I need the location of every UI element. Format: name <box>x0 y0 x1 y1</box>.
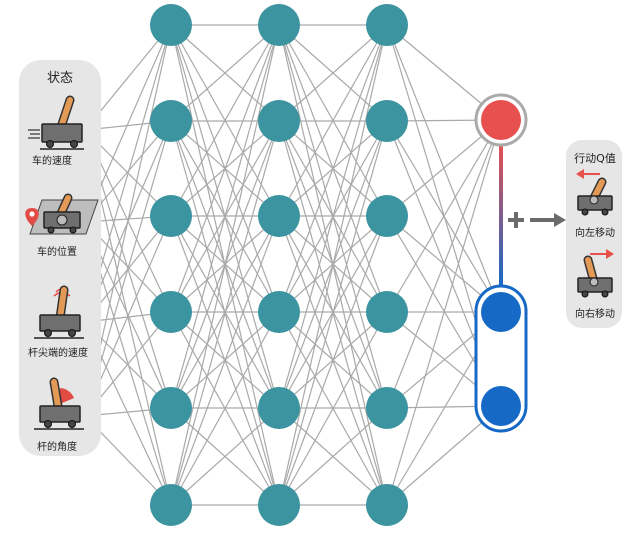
cart-velocity-icon <box>28 95 84 150</box>
hidden-neuron <box>258 387 300 429</box>
hidden-neuron <box>366 484 408 526</box>
hidden-neuron <box>258 4 300 46</box>
move-right-icon <box>577 249 614 298</box>
state-label-pole-tip-velocity: 杆尖端的速度 <box>28 348 88 359</box>
connection-line <box>170 24 280 506</box>
pole-tip-velocity-icon <box>34 285 84 339</box>
connection-line <box>170 311 280 506</box>
connections <box>84 24 502 506</box>
connection-line <box>170 120 280 506</box>
connection-line <box>278 24 388 122</box>
hidden-neuron <box>150 4 192 46</box>
hidden-neuron <box>150 387 192 429</box>
hidden-neuron <box>366 4 408 46</box>
connection-line <box>170 24 280 313</box>
action-label-move-right: 向右移动 <box>575 309 615 320</box>
output-layer <box>474 93 528 433</box>
connection-line <box>170 24 280 217</box>
connection-line <box>386 119 502 506</box>
hidden-neuron <box>150 100 192 142</box>
hidden-neurons <box>150 4 408 526</box>
cart-position-icon <box>25 193 99 235</box>
action-panel-title: 行动Q值 <box>574 152 616 165</box>
hidden-neuron <box>366 291 408 333</box>
connection-line <box>386 119 502 313</box>
connection-line <box>170 407 280 506</box>
hidden-neuron <box>366 100 408 142</box>
hidden-neuron <box>150 195 192 237</box>
state-label-cart-position: 车的位置 <box>37 247 77 258</box>
connection-line <box>278 311 388 506</box>
pole-angle-icon <box>34 377 84 430</box>
plus-arrow-icon <box>508 212 566 228</box>
red-blue-connector <box>499 142 503 288</box>
connection-line <box>170 215 280 506</box>
hidden-neuron <box>258 291 300 333</box>
connection-line <box>278 24 388 313</box>
hidden-neuron <box>366 195 408 237</box>
hidden-neuron <box>366 387 408 429</box>
hidden-neuron <box>258 484 300 526</box>
connection-line <box>278 120 388 506</box>
hidden-neuron <box>258 195 300 237</box>
move-left-icon <box>576 169 613 216</box>
state-panel-title: 状态 <box>46 71 74 86</box>
blue-output-neuron <box>481 292 521 332</box>
red-output-neuron <box>481 100 521 140</box>
hidden-neuron <box>150 484 192 526</box>
connection-line <box>278 24 388 506</box>
blue-output-neuron <box>481 386 521 426</box>
connection-line <box>278 407 388 506</box>
connection-line <box>170 24 280 409</box>
state-label-cart-velocity: 车的速度 <box>32 156 72 167</box>
state-label-pole-angle: 杆的角度 <box>37 442 77 453</box>
hidden-neuron <box>150 291 192 333</box>
connection-line <box>278 24 388 409</box>
hidden-neuron <box>258 100 300 142</box>
connection-line <box>278 215 388 506</box>
action-panel <box>566 140 622 328</box>
connection-line <box>170 24 280 122</box>
connection-line <box>386 119 502 409</box>
action-label-move-left: 向左移动 <box>575 228 615 239</box>
connection-line <box>278 24 388 217</box>
